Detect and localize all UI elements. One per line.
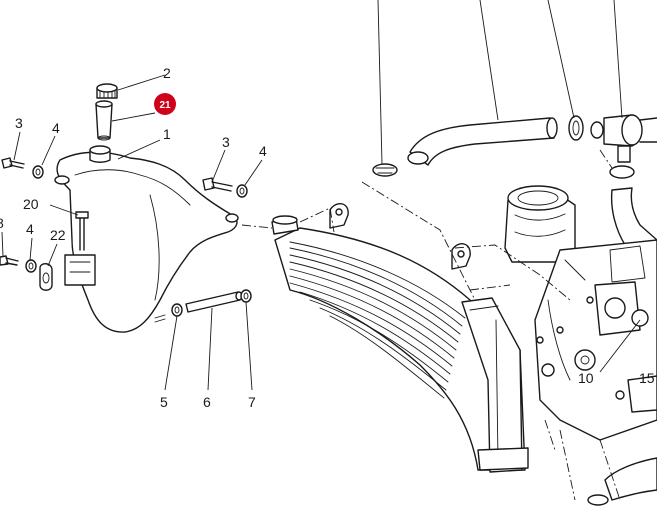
callout-4-mid: 4: [259, 143, 267, 159]
screw-mid[interactable]: [202, 177, 233, 192]
washer-left-bottom[interactable]: [25, 259, 37, 273]
callout-8: 8: [0, 215, 4, 231]
thermostat-union[interactable]: [590, 114, 657, 163]
callout-21-badge[interactable]: 21: [154, 93, 176, 115]
washer-left-top[interactable]: [32, 165, 44, 179]
hose-upper[interactable]: [407, 117, 558, 166]
callout-4-left: 4: [52, 120, 60, 136]
hose-clamp-right[interactable]: [609, 165, 635, 179]
hose-clamp-upper-left[interactable]: [372, 163, 398, 177]
callout-21: 21: [159, 100, 171, 111]
ring-7[interactable]: [240, 289, 252, 303]
screw-left-top[interactable]: [1, 157, 25, 169]
hose-bottom-right[interactable]: [587, 457, 657, 506]
highlight-circle: [154, 93, 176, 115]
filler-neck[interactable]: [95, 100, 113, 141]
expansion-tank[interactable]: [54, 145, 239, 333]
callout-5: 5: [160, 394, 168, 410]
leader-lines: [1, 0, 641, 391]
callout-7: 7: [248, 394, 256, 410]
bolt-20[interactable]: [75, 211, 89, 251]
callout-3-left: 3: [15, 115, 23, 131]
callout-6: 6: [203, 394, 211, 410]
screw-left-bottom[interactable]: [0, 255, 19, 266]
callout-15: 15: [639, 370, 655, 386]
callout-20: 20: [23, 196, 39, 212]
callout-4-bottom: 4: [26, 221, 34, 237]
radiator[interactable]: [271, 203, 529, 473]
callout-1: 1: [163, 126, 171, 142]
ring-5[interactable]: [171, 303, 183, 317]
callout-2: 2: [163, 65, 171, 81]
filler-cap[interactable]: [96, 83, 118, 99]
clip-22[interactable]: [39, 263, 53, 291]
assembly-lines: [241, 149, 621, 501]
callout-10: 10: [578, 370, 594, 386]
callout-22: 22: [50, 227, 66, 243]
breather-pipe[interactable]: [185, 291, 243, 313]
engine-block: [504, 185, 657, 441]
hose-clamp-upper-right[interactable]: [568, 115, 584, 141]
washer-mid[interactable]: [236, 184, 248, 198]
callout-3-mid: 3: [222, 134, 230, 150]
